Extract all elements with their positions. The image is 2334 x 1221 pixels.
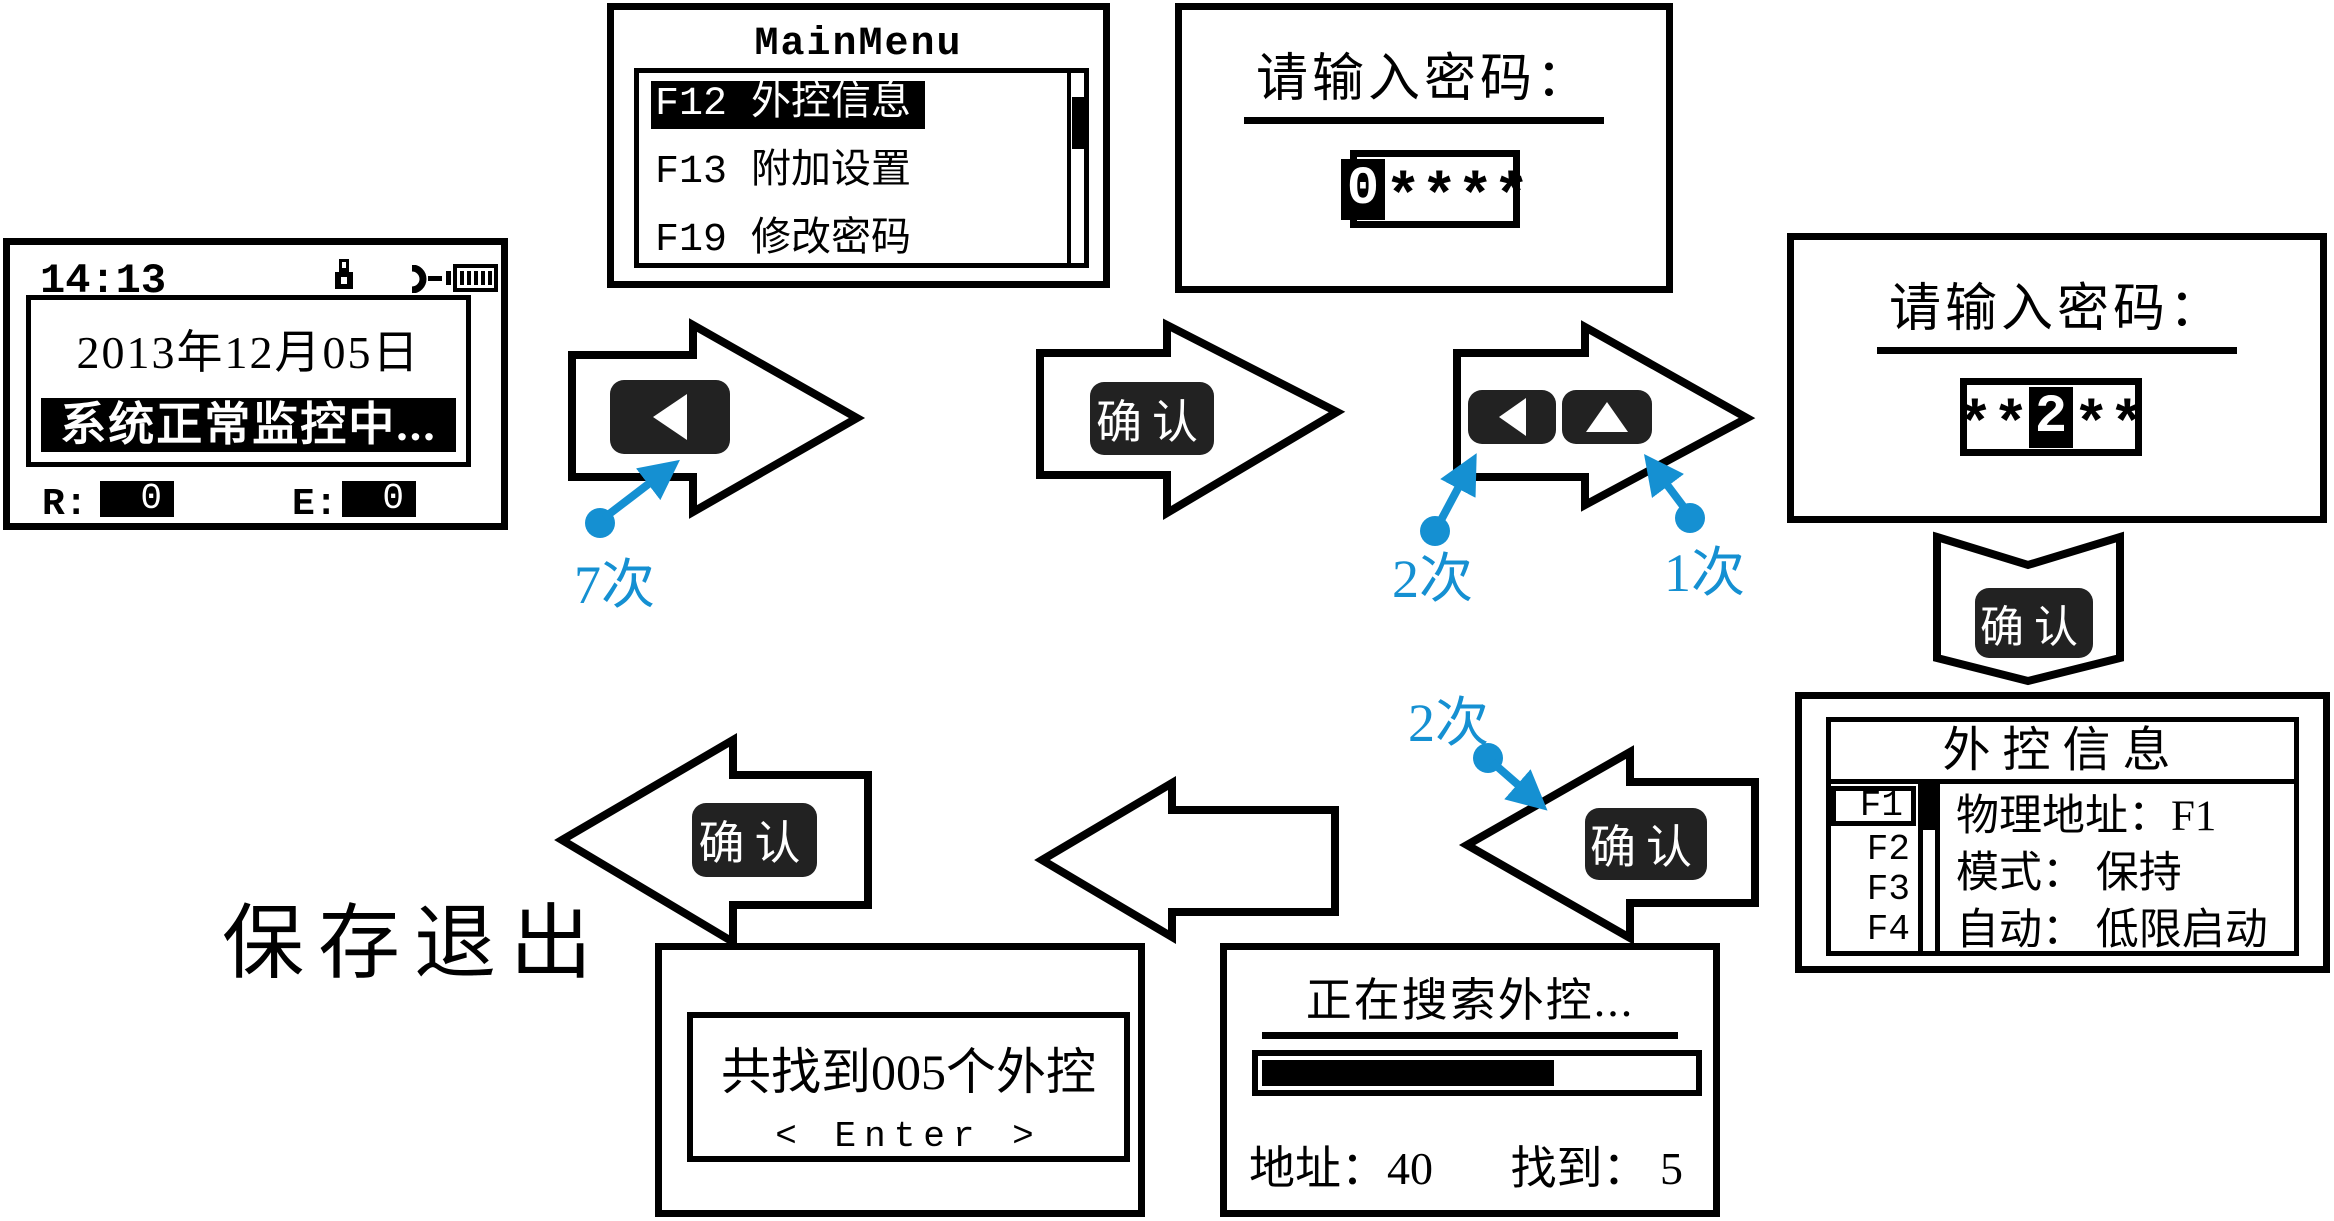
home-display-panel: 2013年12月05日 系统正常监控中... — [26, 295, 471, 467]
e-counter-value: 0 — [342, 481, 416, 517]
confirm-key[interactable]: 确认 — [692, 803, 817, 877]
password-char: * — [1421, 165, 1458, 233]
lock-icon — [335, 259, 353, 289]
password-char: * — [1457, 165, 1494, 233]
step-count-label: 2次 — [1392, 549, 1473, 609]
channel-list-item[interactable]: F2 — [1866, 829, 1910, 870]
confirm-key-label: 确认 — [1590, 821, 1702, 873]
password-char-cursor: 0 — [1340, 158, 1386, 220]
left-arrow-key[interactable] — [610, 380, 730, 454]
scrollbar-thumb[interactable] — [1923, 784, 1935, 830]
home-screen: 14:13 2013年12月05日 系统正常监控中... R: 0 E: — [3, 238, 508, 530]
date-text: 2013年12月05日 — [76, 327, 421, 378]
searching-screen: 正在搜索外控... 地址：40 找到： 5 — [1220, 943, 1720, 1217]
password-char: * — [1493, 165, 1530, 233]
save-exit-text: 保存退出 — [222, 898, 607, 989]
password-char: * — [2109, 393, 2146, 461]
callout-line-step3 — [1489, 758, 1548, 811]
external-info-title: 外控信息 — [1831, 722, 2294, 784]
underline-rule — [1262, 1032, 1678, 1039]
scrollbar-thumb[interactable] — [1072, 97, 1084, 149]
address-counter: 地址：40 — [1249, 1132, 1433, 1198]
r-counter-value: 0 — [100, 481, 174, 517]
main-menu-screen: MainMenu F12 外控信息 F13 附加设置 F19 修改密码 — [607, 3, 1110, 288]
detail-line: 自动： 低限启动 — [1956, 907, 2268, 951]
detail-line: 物理地址：F1 — [1956, 793, 2217, 840]
main-menu-list: F12 外控信息 F13 附加设置 F19 修改密码 — [651, 81, 1084, 265]
confirm-key-label: 确认 — [1096, 395, 1208, 448]
result-panel: 共找到005个外控 < Enter > — [687, 1012, 1130, 1162]
menu-item[interactable]: F12 外控信息 — [651, 81, 926, 129]
e-counter-label: E: — [292, 483, 338, 526]
password-input[interactable]: 0**** — [1340, 150, 1529, 233]
callout-line-step1 — [601, 459, 680, 522]
main-menu-title: MainMenu — [754, 22, 963, 67]
step-count-label: 1次 — [1664, 543, 1745, 603]
confirm-key[interactable]: 确认 — [1090, 382, 1214, 455]
underline-rule — [1244, 117, 1604, 124]
found-label: 找到： — [1510, 1143, 1649, 1194]
left-triangle-icon — [1498, 398, 1526, 436]
scrollbar[interactable] — [1923, 784, 1940, 951]
progress-bar — [1252, 1050, 1702, 1096]
channel-detail: 物理地址：F1 模式： 保持自动： 低限启动 — [1940, 784, 2294, 951]
password-char: * — [2073, 393, 2110, 461]
confirm-key-label: 确认 — [1980, 603, 2088, 652]
channel-list-item[interactable]: F4 — [1866, 909, 1910, 950]
scrollbar[interactable] — [1067, 73, 1084, 263]
enter-hint: < Enter > — [775, 1116, 1042, 1157]
channel-list-item[interactable]: F1 — [1831, 786, 1916, 826]
address-label: 地址： — [1249, 1143, 1387, 1194]
result-text: 共找到005个外控 — [721, 1044, 1096, 1100]
step-count-label: 2次 — [1408, 693, 1489, 753]
r-counter-label: R: — [42, 483, 88, 526]
password-char-cursor: 2 — [2028, 386, 2074, 448]
system-status-banner: 系统正常监控中... — [41, 398, 456, 452]
password-prompt: 请输入密码： — [1255, 51, 1592, 108]
battery-icon — [446, 264, 498, 292]
flow-arrow-step6-left — [1034, 775, 1339, 945]
callout-dot-step2a — [1420, 516, 1450, 546]
found-value: 5 — [1660, 1143, 1683, 1194]
menu-item[interactable]: F13 附加设置 — [655, 150, 912, 195]
password-char: * — [1385, 165, 1422, 233]
password-screen-1: 请输入密码： 0**** — [1175, 3, 1673, 293]
menu-item[interactable]: F19 修改密码 — [655, 218, 912, 263]
found-counter: 找到： 5 — [1511, 1132, 1684, 1198]
channel-list-item[interactable]: F3 — [1866, 869, 1910, 910]
result-screen: 共找到005个外控 < Enter > — [655, 943, 1145, 1217]
up-arrow-key[interactable] — [1562, 390, 1652, 444]
detail-line: 模式： 保持 — [1956, 850, 2182, 897]
left-arrow-key[interactable] — [1468, 390, 1556, 444]
address-value: 40 — [1387, 1143, 1433, 1194]
callout-line-step2a — [1436, 453, 1477, 524]
searching-title: 正在搜索外控... — [1305, 975, 1635, 1026]
confirm-key[interactable]: 确认 — [1975, 588, 2093, 658]
left-triangle-icon — [653, 394, 687, 440]
confirm-key[interactable]: 确认 — [1585, 808, 1707, 880]
password-input[interactable]: **2** — [1957, 378, 2145, 461]
password-char: * — [1992, 393, 2029, 461]
password-prompt: 请输入密码： — [1888, 281, 2225, 338]
password-screen-2: 请输入密码： **2** — [1787, 233, 2327, 523]
underline-rule — [1877, 347, 2237, 354]
power-plug-icon — [411, 265, 442, 293]
password-char: * — [1956, 393, 1993, 461]
progress-bar-fill — [1262, 1060, 1555, 1086]
step-count-label: 7次 — [574, 555, 655, 615]
confirm-key-label: 确认 — [698, 817, 811, 869]
main-menu-list-panel: F12 外控信息 F13 附加设置 F19 修改密码 — [634, 68, 1089, 268]
up-triangle-icon — [1586, 402, 1628, 432]
callout-line-step2b — [1644, 454, 1690, 513]
